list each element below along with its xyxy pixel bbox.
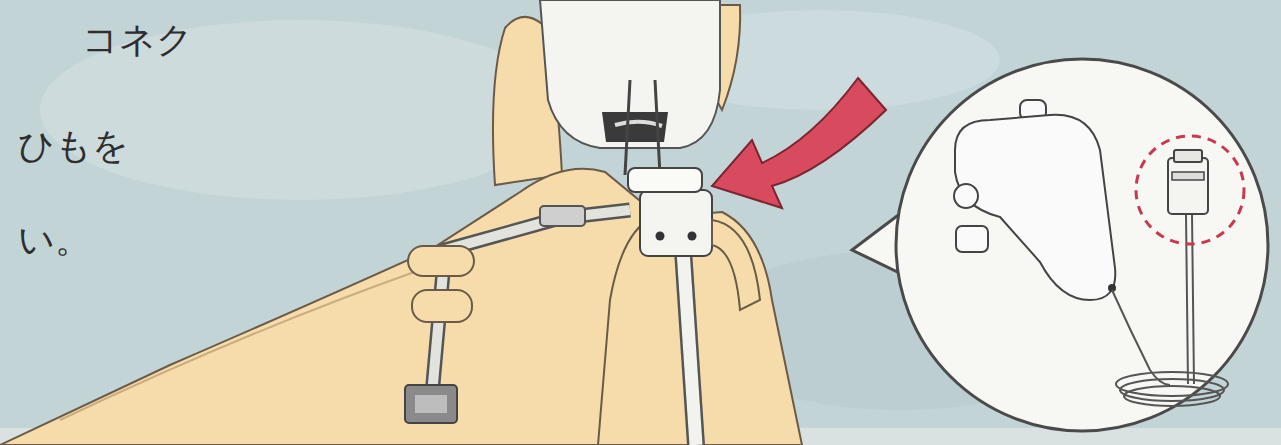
nunchuk-grip — [956, 226, 988, 252]
strap-clip — [540, 206, 585, 226]
finger — [412, 290, 472, 322]
connector-plug — [1168, 158, 1208, 214]
finger — [408, 246, 474, 276]
connector-tip — [1174, 150, 1202, 162]
connector-hole — [688, 232, 697, 241]
strap-loop — [625, 80, 660, 175]
strap-lock — [415, 395, 447, 413]
nunchuk — [955, 115, 1115, 300]
connector-band — [1172, 172, 1204, 180]
callout-bubble — [896, 59, 1268, 431]
callout-seam — [900, 212, 918, 276]
highlight-circle — [1136, 136, 1244, 244]
hand-crease — [60, 270, 420, 420]
strap-lock — [405, 385, 457, 423]
instruction-text: い。 — [18, 218, 91, 262]
control-stick — [954, 184, 978, 208]
finger — [712, 220, 760, 310]
cable-coil — [1116, 372, 1228, 396]
instruction-text: ひもを — [18, 124, 129, 168]
left-hand — [0, 169, 660, 445]
cable — [683, 250, 696, 445]
cable — [1186, 214, 1194, 384]
connector-hole — [656, 232, 665, 241]
pointer-arrow — [712, 78, 886, 208]
cable — [1112, 290, 1170, 385]
connector-band — [628, 168, 702, 192]
cable — [683, 250, 696, 445]
port-detail — [615, 122, 662, 126]
instruction-text: コネク — [82, 18, 193, 62]
connector-plug — [640, 190, 712, 256]
remote-controller — [540, 0, 720, 148]
cable-coil — [1124, 386, 1220, 406]
